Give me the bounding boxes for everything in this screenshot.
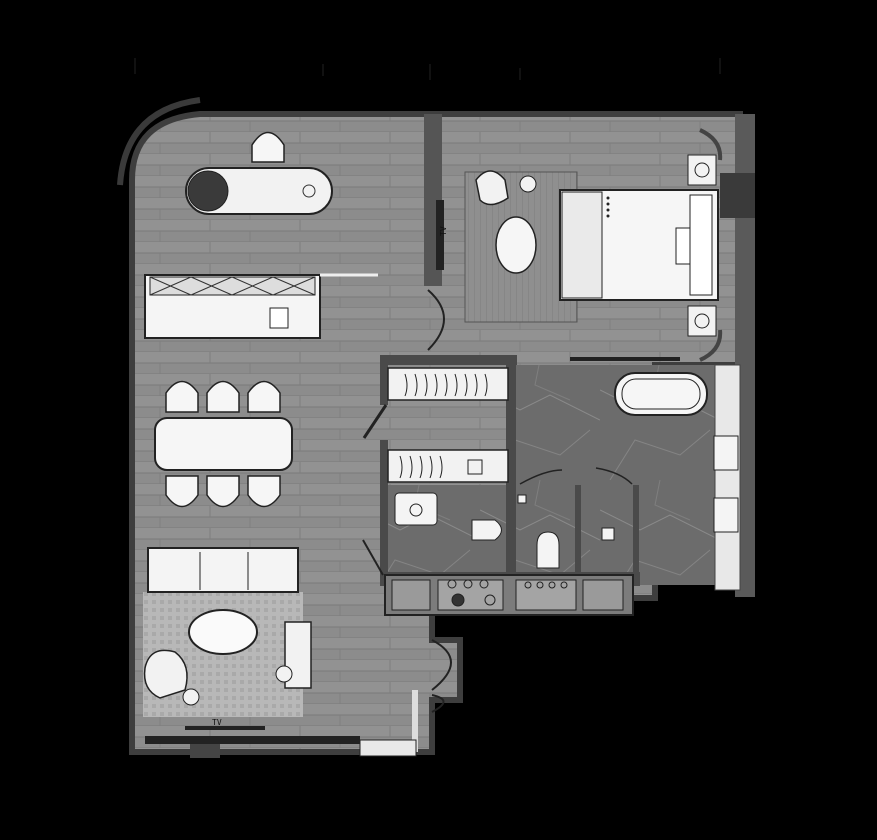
stool [182,688,200,706]
utility-1 [391,579,431,611]
hob-burners [447,579,496,607]
lamp-bottom [694,313,710,329]
desk-lamp [302,184,316,198]
bedroom-stool [519,175,537,193]
sofa[interactable] [147,547,299,593]
entry-door-lower[interactable] [431,694,445,713]
wc-basin-drain [409,503,423,517]
small-box [517,494,527,504]
dining-table [154,417,293,471]
desk-chair[interactable] [251,131,285,163]
nightstand-top [687,154,717,186]
tv-column [190,744,220,758]
tv-panel-bedroom [436,200,444,270]
bedroom-sliding-door[interactable] [570,357,680,361]
wc-basin [394,492,438,526]
entry-door-upper[interactable] [431,639,452,691]
vanity-basin-2 [713,497,739,533]
bidet-box [601,527,615,541]
entry-wall [412,690,418,752]
bed-stitches [606,196,610,218]
lamp-top [694,162,710,178]
tv-label-bedroom: TV [439,226,448,236]
utility-knobs [524,581,568,589]
cabinet-x-marks [149,276,316,296]
bed-pillow-2 [675,227,691,265]
side-table-small [275,665,293,683]
bed-pillow [689,194,713,296]
curved-facade [117,97,201,186]
column [720,173,755,218]
bed-throw [561,191,603,299]
shower-door-1[interactable] [519,469,563,485]
wc-door[interactable] [362,539,384,576]
bedroom-table [495,216,537,274]
nightstand-bottom [687,305,717,337]
tv-label-living: TV [212,718,222,727]
utility-3 [515,579,577,611]
utility-4 [582,579,624,611]
toilet-1 [471,519,502,541]
tv-unit-living [145,736,360,744]
toilet-2 [536,531,560,569]
bathtub [614,372,708,416]
coffee-table [188,609,258,655]
bedroom-door[interactable] [427,289,445,351]
wardrobe-upper [387,367,509,401]
shower-door-2[interactable] [595,467,633,485]
entry-step [359,739,417,757]
kitchen-cabinet-row [149,276,316,296]
bathtub-inner [621,378,701,410]
desk-dark-disc [187,170,229,212]
armchair[interactable] [143,649,188,699]
right-glass-wall [714,364,741,591]
kitchen-sink [269,307,289,329]
closet-door[interactable] [362,404,388,439]
bedroom-curve-wall [699,128,723,362]
vanity-basin-1 [713,435,739,471]
wardrobe-lower [387,449,509,483]
dining-chairs[interactable] [165,380,281,508]
tv-screen-living [185,726,265,730]
bedroom-chair[interactable] [475,170,509,206]
dimension-ticks [134,58,721,80]
